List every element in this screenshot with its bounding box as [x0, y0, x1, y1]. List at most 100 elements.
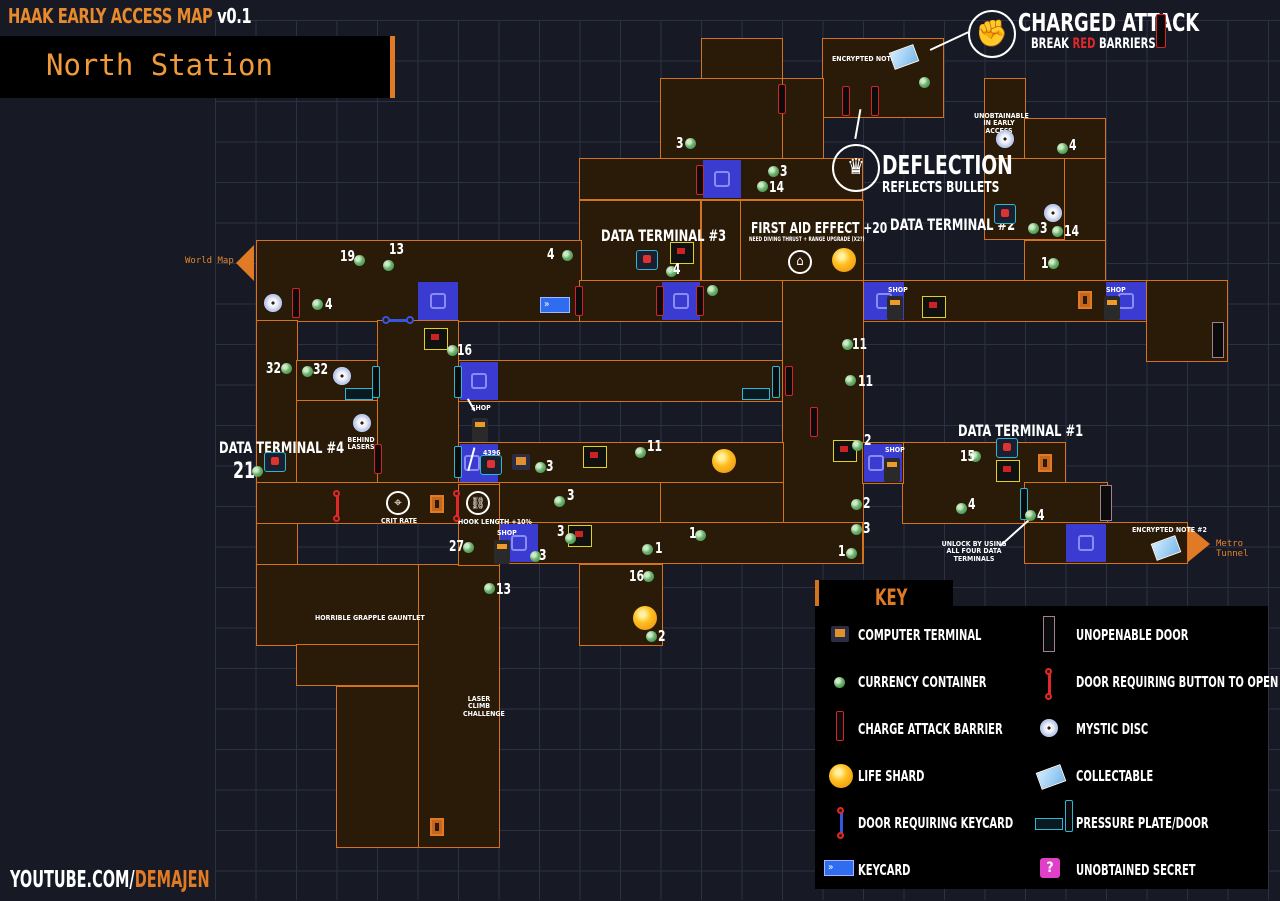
- data-terminal-1-icon[interactable]: [996, 438, 1018, 458]
- currency-container-icon: [1052, 226, 1063, 237]
- currency-amount: 1: [1041, 254, 1049, 272]
- button-door[interactable]: [453, 490, 460, 522]
- currency-container-icon: [919, 77, 930, 88]
- computer-terminal-icon[interactable]: [424, 328, 448, 350]
- charge-barrier: [575, 286, 583, 316]
- pressure-door: [372, 366, 380, 398]
- shop-terminal-icon[interactable]: [887, 296, 903, 320]
- footer-credit[interactable]: YOUTUBE.COM/DEMAJEN: [10, 867, 210, 893]
- label-shop: SHOP: [471, 404, 491, 412]
- computer-terminal-icon[interactable]: [996, 460, 1020, 482]
- map-room: [336, 686, 420, 848]
- exit-door-icon[interactable]: [1078, 291, 1092, 309]
- currency-container-icon: [1025, 510, 1036, 521]
- exit-door-icon[interactable]: [1038, 454, 1052, 472]
- currency-amount: 13: [496, 580, 512, 598]
- keycard-door[interactable]: [382, 316, 414, 324]
- currency-amount: 1: [689, 524, 697, 542]
- legend-item: DOOR REQUIRING BUTTON TO OPEN: [1076, 673, 1279, 691]
- unobtained-secret-icon: ?: [1040, 858, 1060, 878]
- pressure-door: [1020, 488, 1028, 520]
- currency-amount: 21: [233, 459, 256, 484]
- label-first-aid-note: NEED DIVING THRUST + RANGE UPGRADE (X2?): [749, 236, 865, 243]
- currency-amount: 4: [325, 295, 333, 313]
- version-text: v0.1: [217, 4, 252, 28]
- locked-terminal-icon[interactable]: [480, 455, 502, 475]
- unopenable-door-icon: [1043, 616, 1055, 652]
- chain-link-icon: ⛓: [466, 491, 490, 515]
- mystic-disc-icon: [264, 294, 282, 312]
- map-room: [256, 564, 420, 646]
- legend-tab: [819, 580, 953, 608]
- button-door[interactable]: [333, 490, 340, 522]
- label-laser-climb: LASER CLIMB CHALLENGE: [463, 695, 505, 718]
- shop-terminal-icon[interactable]: [494, 540, 510, 564]
- exit-label-east[interactable]: Metro Tunnel: [1216, 539, 1249, 559]
- area-name: North Station: [46, 48, 273, 82]
- currency-container-icon: [1057, 143, 1068, 154]
- currency-container-icon: [302, 366, 313, 377]
- label-encrypted-note-1: ENCRYPTED NOTE #1: [832, 55, 907, 63]
- currency-container-icon: [845, 375, 856, 386]
- save-icon: [430, 293, 446, 309]
- currency-container-icon: [281, 363, 292, 374]
- life-shard-icon: [712, 449, 736, 473]
- label-shop: SHOP: [885, 446, 905, 454]
- save-station: [460, 362, 498, 400]
- currency-amount: 16: [629, 567, 645, 585]
- currency-container-icon: [484, 583, 495, 594]
- data-terminal-3-icon[interactable]: [636, 250, 658, 270]
- charge-barrier: [778, 84, 786, 114]
- exit-door-icon[interactable]: [430, 818, 444, 836]
- computer-terminal-icon[interactable]: [922, 296, 946, 318]
- save-station: [1066, 524, 1106, 562]
- mystic-disc-icon: [333, 367, 351, 385]
- currency-amount: 13: [389, 240, 405, 258]
- legend-panel: [815, 606, 1268, 889]
- save-icon: [1118, 293, 1134, 309]
- currency-amount: 3: [539, 546, 547, 564]
- pressure-plate: [345, 388, 373, 400]
- computer-terminal-icon[interactable]: [670, 242, 694, 264]
- currency-container-icon: [695, 530, 706, 541]
- deflection-title: DEFLECTION: [882, 151, 1013, 181]
- arrow-right-icon[interactable]: [1188, 526, 1210, 562]
- data-terminal-4-icon[interactable]: [264, 452, 286, 472]
- data-terminal-2-icon[interactable]: [994, 204, 1016, 224]
- save-station: [662, 282, 700, 320]
- computer-terminal-icon[interactable]: [833, 440, 857, 462]
- charge-barrier-icon: [1156, 14, 1166, 48]
- label-shop: SHOP: [1106, 286, 1126, 294]
- shop-terminal-icon[interactable]: [472, 418, 488, 442]
- currency-amount: 4: [673, 260, 681, 278]
- currency-amount: 4: [1069, 136, 1077, 154]
- arrow-left-icon[interactable]: [236, 245, 254, 281]
- computer-terminal-icon[interactable]: [583, 446, 607, 468]
- shop-terminal-icon[interactable]: [884, 458, 900, 482]
- exit-door-icon[interactable]: [430, 495, 444, 513]
- area-banner-accent: [390, 36, 395, 98]
- currency-amount: 4: [968, 495, 976, 513]
- deflection-sub: REFLECTS BULLETS: [882, 178, 1000, 196]
- currency-amount: 3: [676, 134, 684, 152]
- currency-container-icon: [565, 533, 576, 544]
- computer-terminal-icon: [831, 626, 849, 642]
- pressure-door: [454, 446, 462, 478]
- currency-container-icon: [643, 571, 654, 582]
- shop-terminal-icon[interactable]: [1104, 296, 1120, 320]
- map-room: [499, 522, 863, 564]
- currency-container-icon: [535, 462, 546, 473]
- currency-amount: 3: [546, 457, 554, 475]
- computer-terminal-icon[interactable]: [512, 454, 530, 470]
- pressure-door: [454, 366, 462, 398]
- pressure-door-icon: [1065, 800, 1073, 832]
- mystic-disc-icon: [996, 130, 1014, 148]
- label-encrypted-note-2: ENCRYPTED NOTE #2: [1132, 526, 1207, 534]
- currency-amount: 14: [1064, 222, 1080, 240]
- legend-item: CHARGE ATTACK BARRIER: [858, 720, 1003, 738]
- currency-container-icon: [383, 260, 394, 271]
- title-text: HAAK EARLY ACCESS MAP: [8, 4, 213, 28]
- map-title: HAAK EARLY ACCESS MAP v0.1: [8, 4, 252, 28]
- label-hook-length: HOOK LENGTH +10%: [458, 518, 532, 526]
- exit-label-west[interactable]: World Map: [185, 256, 234, 266]
